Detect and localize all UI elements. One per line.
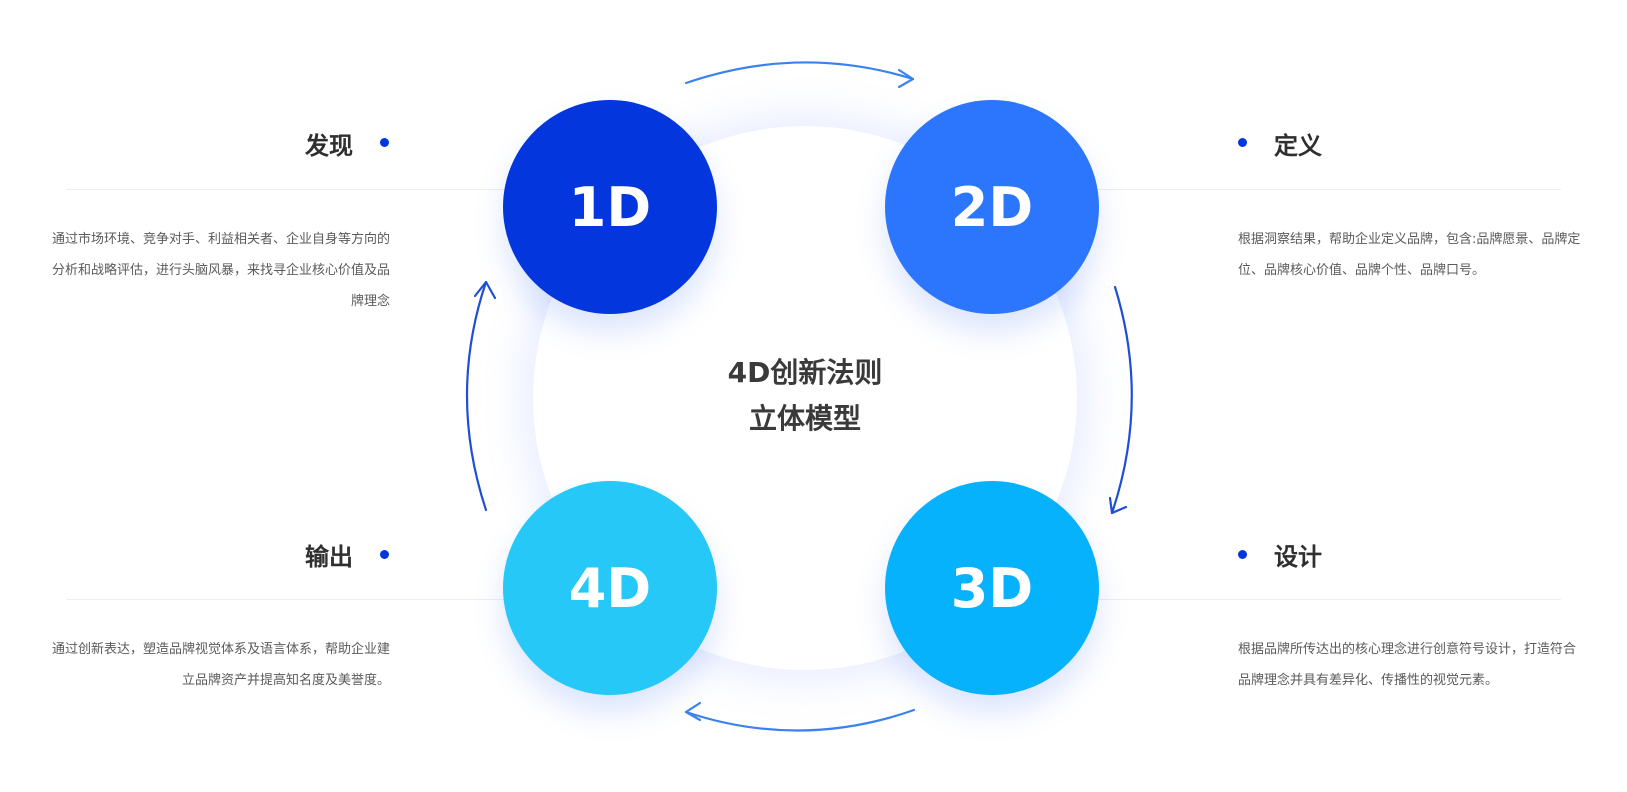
description-define: 根据洞察结果，帮助企业定义品牌，包含:品牌愿景、品牌定位、品牌核心价值、品牌个性… [1238, 232, 1581, 278]
arrow-1d-to-2d [684, 61, 915, 89]
description-design: 根据品牌所传达出的核心理念进行创意符号设计，打造符合品牌理念并具有差异化、传播性… [1238, 642, 1577, 688]
bullet-dot-output [380, 550, 389, 559]
node-1d: 1D [503, 100, 717, 314]
description-discover: 通过市场环境、竞争对手、利益相关者、企业自身等方向的分析和战略评估，进行头脑风暴… [51, 232, 390, 309]
node-2d: 2D [885, 100, 1099, 314]
arrow-3d-to-4d [684, 701, 916, 732]
bullet-dot-discover [380, 138, 389, 147]
bullet-dot-design [1238, 550, 1247, 559]
node-3d: 3D [885, 481, 1099, 695]
node-4d: 4D [503, 481, 717, 695]
heading-define: 定义 [1274, 132, 1322, 160]
bullet-dot-define [1238, 138, 1247, 147]
heading-discover: 发现 [305, 132, 353, 160]
arrow-4d-to-1d [465, 280, 497, 512]
center-title: 4D创新法则 立体模型 [683, 350, 927, 442]
description-output: 通过创新表达，塑造品牌视觉体系及语言体系，帮助企业建立品牌资产并提高知名度及美誉… [51, 642, 390, 688]
arrow-2d-to-3d [1108, 285, 1133, 515]
center-title-line-2: 立体模型 [748, 402, 861, 435]
heading-design: 设计 [1274, 543, 1322, 571]
center-title-line-1: 4D创新法则 [727, 356, 883, 389]
heading-output: 输出 [305, 543, 353, 571]
